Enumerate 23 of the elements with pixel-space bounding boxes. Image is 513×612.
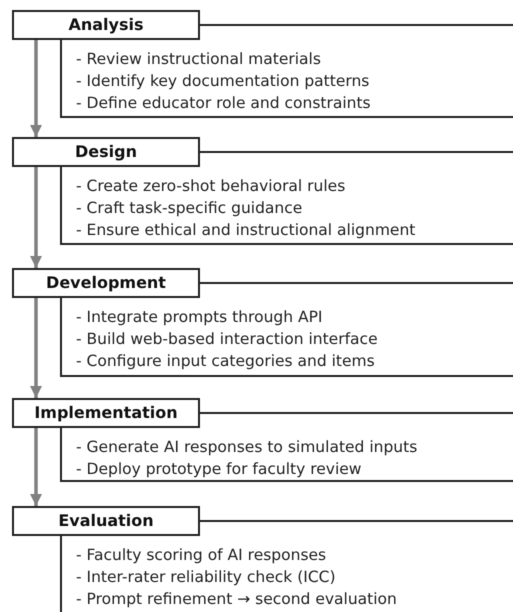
arrow — [30, 428, 42, 506]
arrow — [30, 167, 42, 268]
bullet-item: - Craft task-specific guidance — [76, 198, 302, 218]
bullet-item: - Build web-based interaction interface — [76, 329, 378, 349]
arrow — [30, 40, 42, 137]
bullet-item: - Deploy prototype for faculty review — [76, 459, 362, 479]
phase-header: Analysis — [12, 10, 200, 40]
bullet-item: - Create zero-shot behavioral rules — [76, 176, 346, 196]
bullet-item: - Review instructional materials — [76, 49, 321, 69]
bullet-item: - Define educator role and constraints — [76, 93, 371, 113]
phase-header: Design — [12, 137, 200, 167]
bullet-item: - Ensure ethical and instructional alignment — [76, 220, 416, 240]
bullet-item: - Identify key documentation patterns — [76, 71, 370, 91]
arrow — [30, 298, 42, 398]
phase-header: Implementation — [12, 398, 200, 428]
bullet-item: - Integrate prompts through API — [76, 307, 323, 327]
phase-header: Evaluation — [12, 506, 200, 536]
phase-header: Development — [12, 268, 200, 298]
bullet-item: - Inter-rater reliability check (ICC) — [76, 567, 336, 587]
bullet-item: - Configure input categories and items — [76, 351, 375, 371]
bullet-item: - Prompt refinement → second evaluation — [76, 589, 397, 609]
bullet-item: - Faculty scoring of AI responses — [76, 545, 326, 565]
bullet-item: - Generate AI responses to simulated inputs — [76, 437, 418, 457]
